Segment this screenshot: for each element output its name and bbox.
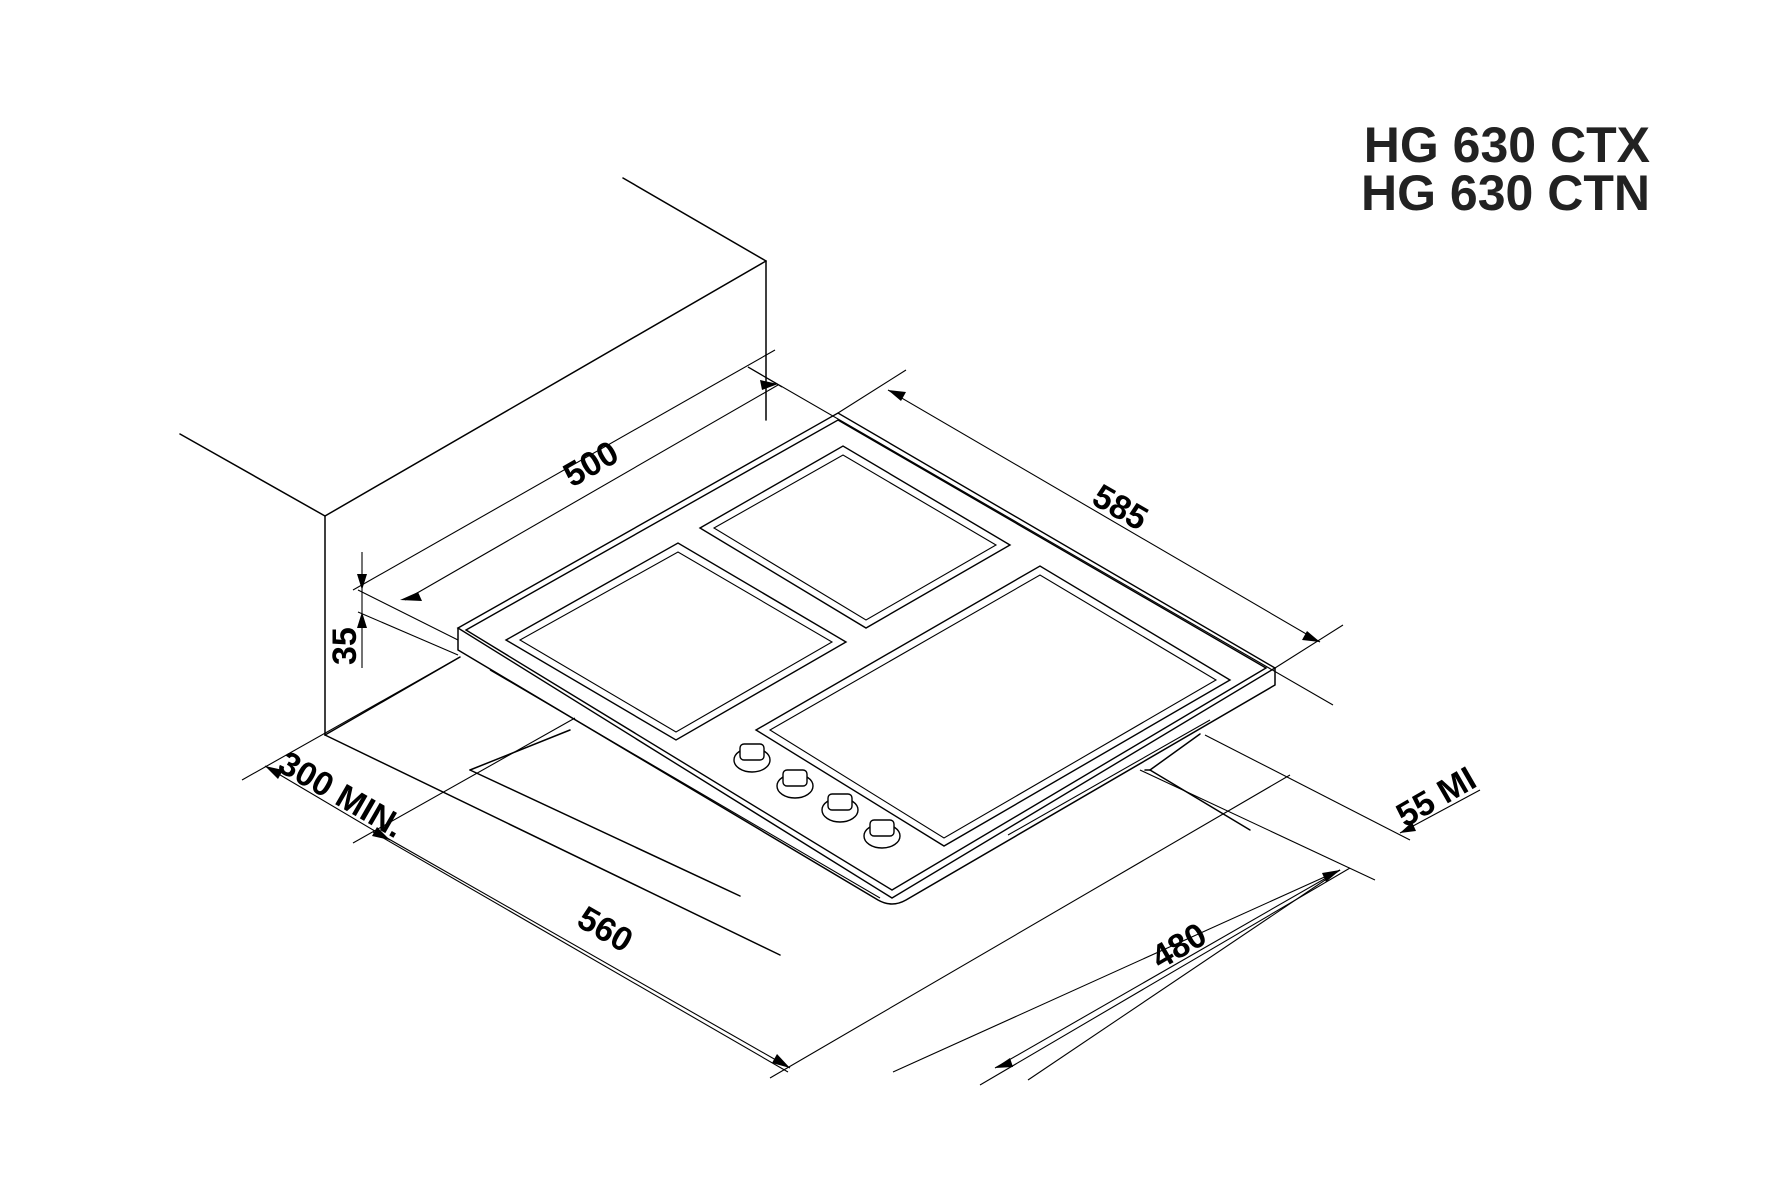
knob-4 — [863, 819, 901, 849]
model-title-ctn: HG 630 CTN — [1361, 165, 1650, 221]
dimension-label-480: 480 — [1145, 916, 1213, 977]
dimension-label-55-min: 55 MI — [1390, 759, 1483, 834]
dimension-label-560: 560 — [571, 899, 639, 960]
hotplate-left — [504, 542, 848, 741]
dimension-35: 35 — [326, 552, 459, 668]
control-knobs — [733, 743, 901, 849]
hotplate-rear — [698, 445, 1012, 629]
dimension-label-585: 585 — [1086, 477, 1154, 538]
knob-1 — [733, 743, 771, 773]
hotplate-right — [754, 565, 1232, 847]
dimension-55-min: 55 MI — [1204, 734, 1483, 841]
worktop-cutout — [324, 729, 1251, 956]
dimension-label-500: 500 — [557, 434, 625, 495]
dimension-label-300-min: 300 MIN. — [272, 744, 410, 846]
dimension-label-35: 35 — [326, 627, 364, 665]
knob-2 — [776, 769, 814, 799]
dimension-300-min: 300 MIN. — [241, 656, 576, 846]
model-title-ctx: HG 630 CTX — [1364, 117, 1650, 173]
knob-3 — [821, 793, 859, 823]
